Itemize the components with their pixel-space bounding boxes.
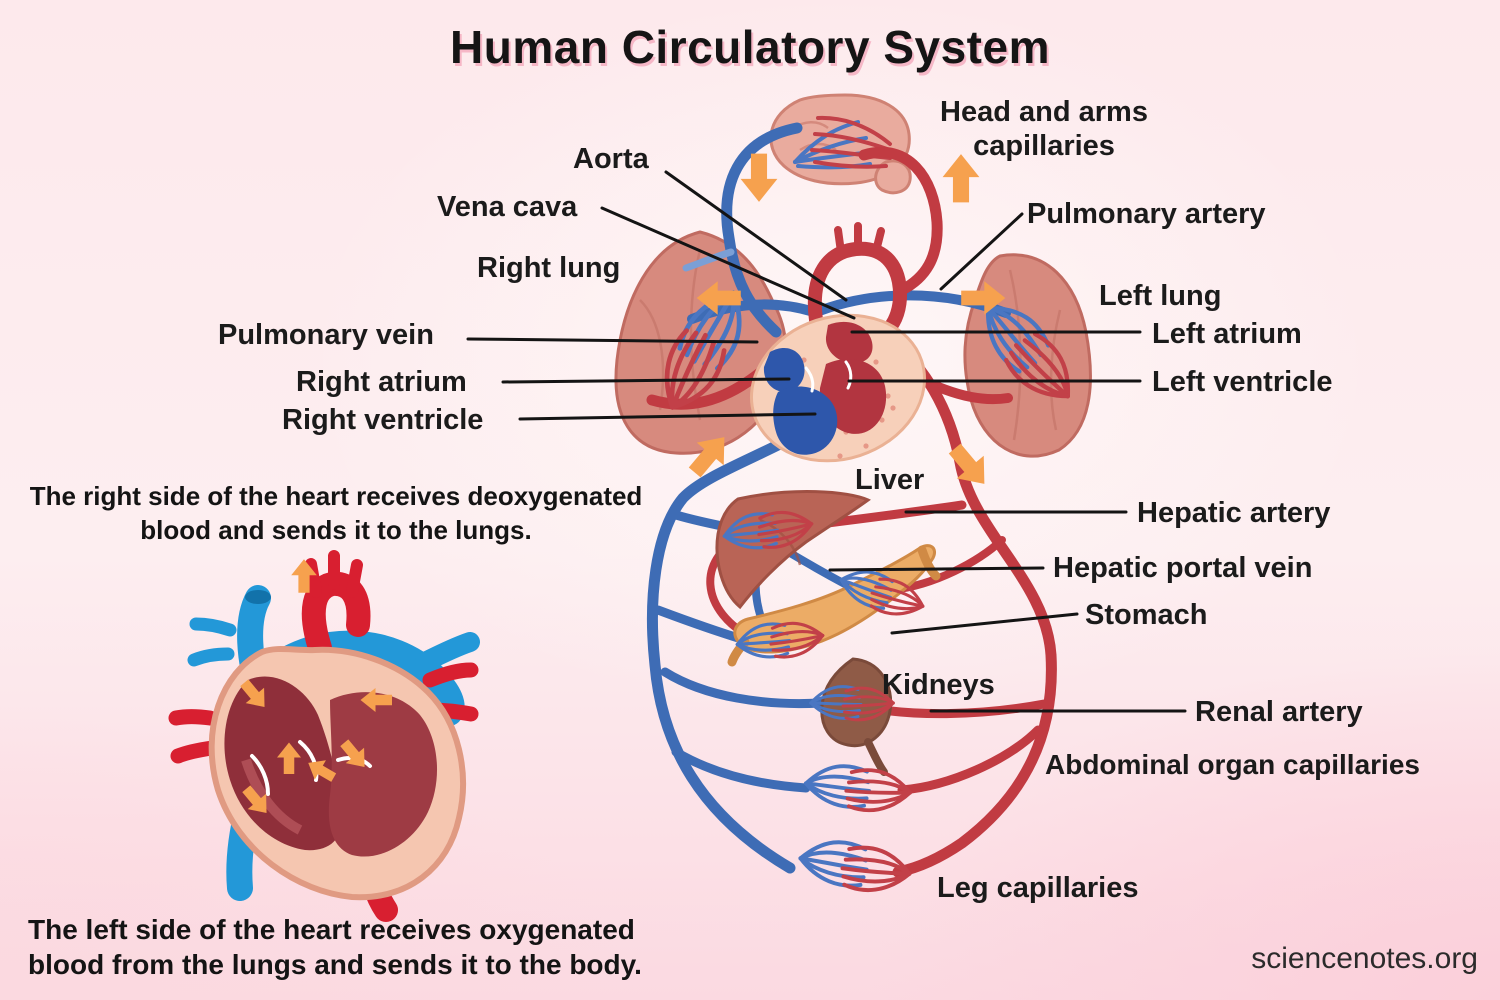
label-right-ventricle: Right ventricle	[282, 404, 484, 436]
label-pulmonary-vein: Pulmonary vein	[218, 319, 434, 351]
label-left-ventricle: Left ventricle	[1152, 366, 1333, 398]
right-ventricle-chamber	[773, 386, 838, 455]
right-atrium-chamber	[763, 348, 805, 392]
leader-line-aorta	[664, 170, 848, 302]
label-kidneys: Kidneys	[882, 669, 995, 701]
label-renal-artery: Renal artery	[1195, 696, 1363, 728]
label-aorta: Aorta	[573, 143, 649, 175]
label-pulmonary-artery: Pulmonary artery	[1027, 198, 1266, 230]
label-liver: Liver	[855, 464, 925, 496]
label-leg-capillaries: Leg capillaries	[937, 872, 1139, 904]
heart-inset-illustration	[168, 550, 480, 922]
label-hepatic-portal-vein: Hepatic portal vein	[1053, 552, 1313, 584]
watermark: sciencenotes.org	[1251, 942, 1478, 975]
heart-shape	[749, 313, 927, 463]
abdominal-capillaries	[802, 760, 914, 816]
page-title: Human Circulatory System	[450, 21, 1050, 73]
label-abdominal-organ-capillaries: Abdominal organ capillaries	[1045, 749, 1420, 780]
leader-line-hepatic-portal-vein	[828, 566, 1045, 572]
aorta-arch	[807, 241, 908, 341]
label-left-lung: Left lung	[1099, 280, 1222, 312]
label-hepatic-artery: Hepatic artery	[1137, 497, 1331, 529]
kidney-shape	[820, 657, 893, 776]
label-right-lung: Right lung	[477, 252, 621, 284]
leg-capillaries-bed	[795, 834, 915, 898]
label-left-atrium: Left atrium	[1152, 318, 1302, 350]
leader-line-stomach	[890, 612, 1079, 635]
label-vena-cava: Vena cava	[437, 191, 578, 223]
leader-lines	[466, 170, 1187, 713]
brain-shape	[769, 93, 912, 195]
label-right-atrium: Right atrium	[296, 366, 467, 398]
label-head-arms-capillaries: Head and arms capillaries	[940, 96, 1148, 163]
leader-line-right-atrium	[501, 377, 791, 384]
leader-line-vena-cava	[600, 206, 856, 320]
leader-line-right-ventricle	[518, 412, 817, 421]
note-right-side-of-heart: The right side of the heart receives deo…	[29, 481, 643, 546]
leader-line-pulmonary-artery	[939, 212, 1024, 291]
leader-line-pulmonary-vein	[466, 337, 759, 344]
note-left-side-of-heart: The left side of the heart receives oxyg…	[28, 914, 642, 981]
label-stomach: Stomach	[1085, 599, 1208, 631]
